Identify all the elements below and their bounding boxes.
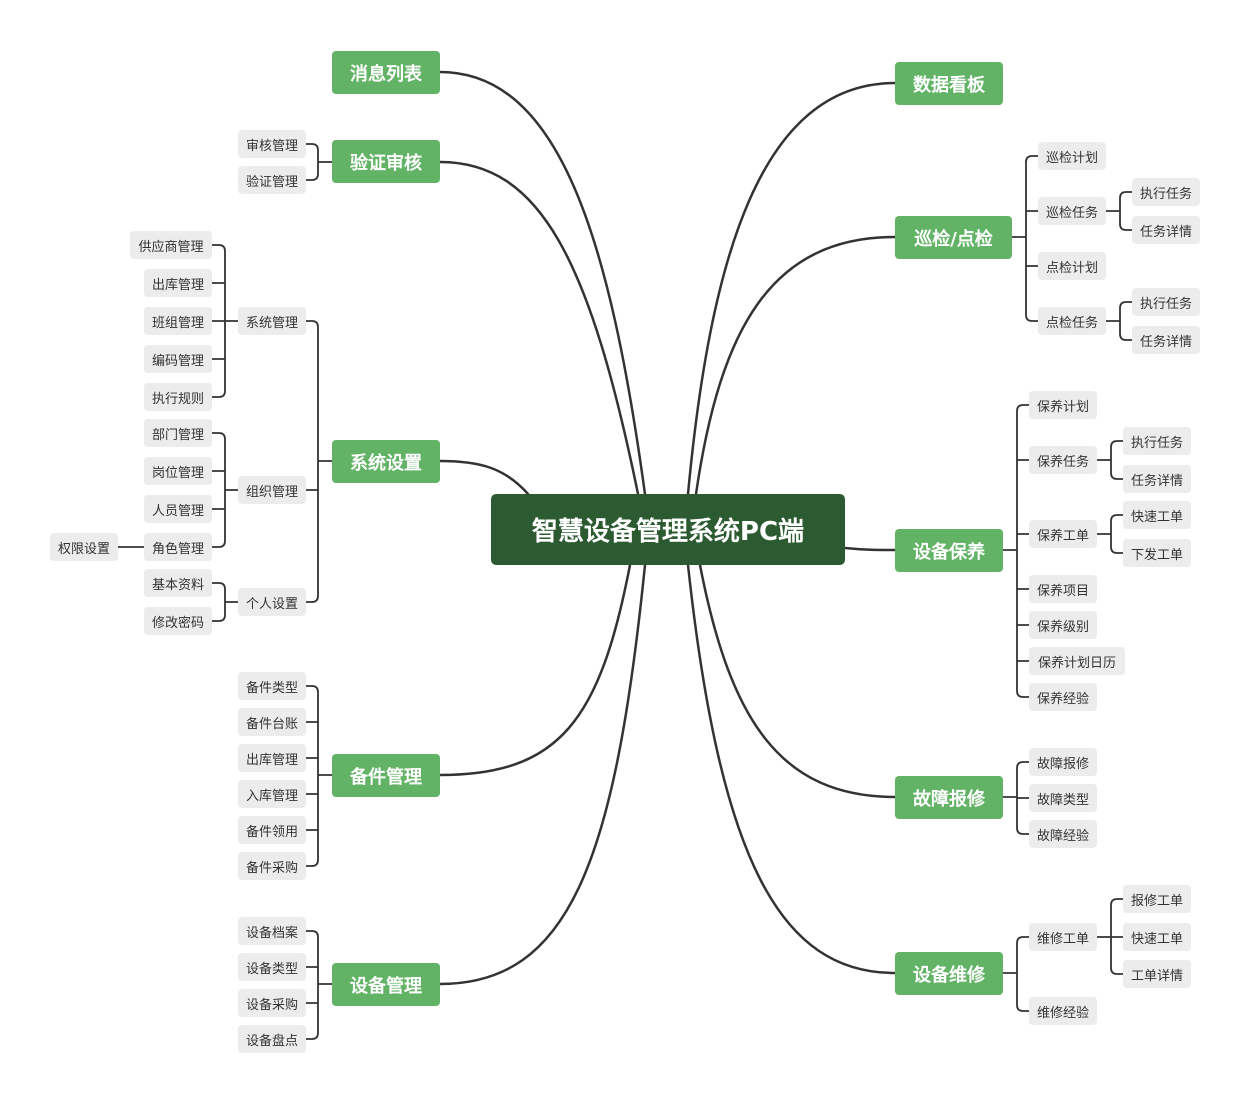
leaf-gangwei-guanli[interactable]: 岗位管理 — [144, 457, 212, 485]
leaf-beijian-lingyong[interactable]: 备件领用 — [238, 816, 306, 844]
leaf-beijian-taizhang[interactable]: 备件台账 — [238, 708, 306, 736]
leaf-gongdan-xiangqing[interactable]: 工单详情 — [1123, 960, 1191, 988]
leaf-guzhang-jingyan[interactable]: 故障经验 — [1029, 820, 1097, 848]
link-root-shebei — [438, 563, 647, 986]
link-root-beijian — [438, 563, 632, 777]
root-node[interactable]: 智慧设备管理系统PC端 — [491, 494, 845, 565]
leaf-baoyang-renwu[interactable]: 保养任务 — [1029, 446, 1097, 474]
bracket-geren-shezhi — [211, 582, 239, 622]
branch-yanzheng-shenhe[interactable]: 验证审核 — [332, 140, 440, 183]
link-root-shuju — [686, 81, 897, 496]
bracket-guzhang — [1002, 761, 1030, 835]
leaf-dianjian-renwu-xiangqing[interactable]: 任务详情 — [1132, 326, 1200, 354]
leaf-yanzheng-guanli[interactable]: 验证管理 — [238, 166, 306, 194]
leaf-xunjian-jihua[interactable]: 巡检计划 — [1038, 142, 1106, 170]
bracket-beijian — [305, 685, 333, 867]
leaf-guzhang-baoxiu[interactable]: 故障报修 — [1029, 748, 1097, 776]
leaf-shebei-dangan[interactable]: 设备档案 — [238, 917, 306, 945]
bracket-xitong-guanli — [211, 244, 239, 398]
link-root-guzhang — [698, 563, 897, 799]
leaf-quanxian-shezhi[interactable]: 权限设置 — [50, 533, 118, 561]
group-geren-shezhi[interactable]: 个人设置 — [238, 588, 306, 616]
bracket-baoyang — [1002, 404, 1030, 698]
leaf-baoyang-gongdan[interactable]: 保养工单 — [1029, 520, 1097, 548]
bracket-shebei — [305, 930, 333, 1040]
bracket-weixiu — [1002, 936, 1030, 1012]
leaf-shebei-pandian[interactable]: 设备盘点 — [238, 1025, 306, 1053]
branch-guzhang-baoxiu[interactable]: 故障报修 — [895, 776, 1003, 819]
link-root-yanzheng — [438, 160, 640, 496]
leaf-xiugai-mima[interactable]: 修改密码 — [144, 607, 212, 635]
bracket-yanzheng — [305, 143, 333, 181]
leaf-bianma-guanli[interactable]: 编码管理 — [144, 345, 212, 373]
leaf-baoyang-kuaisu-gongdan[interactable]: 快速工单 — [1123, 501, 1191, 529]
link-root-xiaoxi — [438, 70, 647, 496]
branch-shebei-guanli[interactable]: 设备管理 — [332, 963, 440, 1006]
leaf-xunjian-renwu-xiangqing[interactable]: 任务详情 — [1132, 216, 1200, 244]
branch-shebei-weixiu[interactable]: 设备维修 — [895, 952, 1003, 995]
leaf-xunjian-renwu[interactable]: 巡检任务 — [1038, 197, 1106, 225]
bracket-xunjian-renwu — [1105, 191, 1133, 231]
leaf-xunjian-zhixing-renwu[interactable]: 执行任务 — [1132, 178, 1200, 206]
leaf-baoyang-renwu-xiangqing[interactable]: 任务详情 — [1123, 465, 1191, 493]
branch-shuju-kanban[interactable]: 数据看板 — [895, 62, 1003, 105]
leaf-beijian-chuku-guanli[interactable]: 出库管理 — [238, 744, 306, 772]
leaf-ruku-guanli[interactable]: 入库管理 — [238, 780, 306, 808]
leaf-baoyang-xiangmu[interactable]: 保养项目 — [1029, 575, 1097, 603]
bracket-xunjian — [1011, 155, 1039, 322]
leaf-baoyang-jihua[interactable]: 保养计划 — [1029, 391, 1097, 419]
leaf-zhixing-guize[interactable]: 执行规则 — [144, 383, 212, 411]
leaf-jiben-ziliao[interactable]: 基本资料 — [144, 569, 212, 597]
bracket-baoyang-renwu — [1096, 440, 1124, 480]
leaf-bumen-guanli[interactable]: 部门管理 — [144, 419, 212, 447]
branch-xitong-shezhi[interactable]: 系统设置 — [332, 440, 440, 483]
leaf-baoyang-zhixing-renwu[interactable]: 执行任务 — [1123, 427, 1191, 455]
branch-shebei-baoyang[interactable]: 设备保养 — [895, 529, 1003, 572]
group-xitong-guanli[interactable]: 系统管理 — [238, 307, 306, 335]
leaf-chuku-guanli[interactable]: 出库管理 — [144, 269, 212, 297]
link-root-baoyang — [843, 546, 897, 552]
bracket-zuzhi-guanli — [211, 432, 239, 548]
leaf-dianjian-jihua[interactable]: 点检计划 — [1038, 252, 1106, 280]
leaf-shebei-caigou[interactable]: 设备采购 — [238, 989, 306, 1017]
leaf-weixiu-kuaisu-gongdan[interactable]: 快速工单 — [1123, 923, 1191, 951]
group-zuzhi-guanli[interactable]: 组织管理 — [238, 476, 306, 504]
leaf-juese-guanli[interactable]: 角色管理 — [144, 533, 212, 561]
leaf-shenhe-guanli[interactable]: 审核管理 — [238, 130, 306, 158]
leaf-baoyang-jingyan[interactable]: 保养经验 — [1029, 683, 1097, 711]
link-root-weixiu — [686, 563, 897, 975]
leaf-dianjian-zhixing-renwu[interactable]: 执行任务 — [1132, 288, 1200, 316]
branch-beijian-guanli[interactable]: 备件管理 — [332, 754, 440, 797]
leaf-banzu-guanli[interactable]: 班组管理 — [144, 307, 212, 335]
leaf-baoxiu-gongdan[interactable]: 报修工单 — [1123, 885, 1191, 913]
leaf-weixiu-gongdan[interactable]: 维修工单 — [1029, 923, 1097, 951]
leaf-baoyang-jibie[interactable]: 保养级别 — [1029, 611, 1097, 639]
link-root-xitong — [438, 459, 530, 496]
leaf-beijian-leixing[interactable]: 备件类型 — [238, 672, 306, 700]
branch-xiaoxi-liebiao[interactable]: 消息列表 — [332, 51, 440, 94]
leaf-dianjian-renwu[interactable]: 点检任务 — [1038, 307, 1106, 335]
bracket-xitong — [305, 320, 333, 603]
leaf-weixiu-jingyan[interactable]: 维修经验 — [1029, 997, 1097, 1025]
leaf-baoyang-jihua-rili[interactable]: 保养计划日历 — [1029, 647, 1125, 675]
leaf-guzhang-leixing[interactable]: 故障类型 — [1029, 784, 1097, 812]
leaf-beijian-caigou[interactable]: 备件采购 — [238, 852, 306, 880]
bracket-weixiu-gongdan — [1096, 898, 1124, 975]
link-root-xunjian — [694, 235, 897, 496]
leaf-renyuan-guanli[interactable]: 人员管理 — [144, 495, 212, 523]
bracket-baoyang-gongdan — [1096, 514, 1124, 554]
leaf-gongyingshang-guanli[interactable]: 供应商管理 — [130, 231, 212, 259]
bracket-dianjian-renwu — [1105, 301, 1133, 341]
leaf-shebei-leixing[interactable]: 设备类型 — [238, 953, 306, 981]
leaf-baoyang-xiafa-gongdan[interactable]: 下发工单 — [1123, 539, 1191, 567]
branch-xunjian-dianjian[interactable]: 巡检/点检 — [895, 216, 1012, 259]
